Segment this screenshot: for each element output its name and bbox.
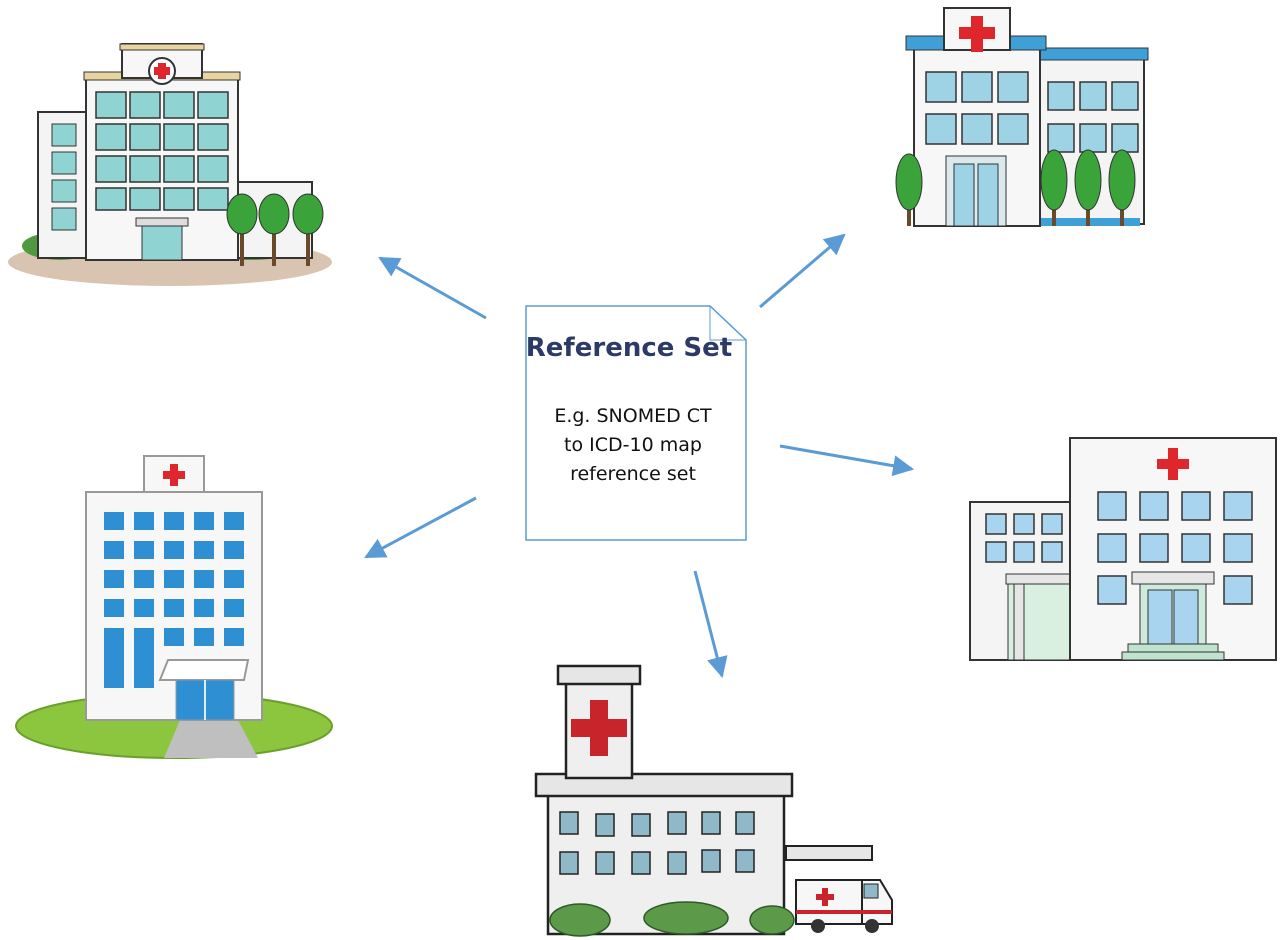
reference-set-line-1: E.g. SNOMED CT	[554, 405, 712, 427]
arrows	[364, 233, 915, 679]
document-fold	[709, 306, 746, 341]
reference-set-document: Reference Set E.g. SNOMED CT to ICD-10 m…	[525, 305, 747, 541]
arrow-to-middle-left	[364, 496, 477, 559]
document-shape	[525, 305, 747, 541]
hospital-bottom-icon	[534, 664, 893, 937]
arrow-to-top-left	[378, 256, 487, 320]
reference-set-line-2: to ICD-10 map	[564, 434, 702, 456]
hospital-middle-right-icon	[969, 437, 1277, 661]
hospital-top-right-icon	[895, 7, 1149, 227]
hospital-middle-left-icon	[15, 455, 333, 759]
arrow-to-middle-right	[779, 444, 915, 477]
reference-set-title: Reference Set	[526, 333, 732, 363]
reference-set-line-3: reference set	[570, 463, 696, 485]
arrow-to-bottom	[693, 570, 728, 679]
hospital-top-left-icon	[8, 43, 332, 286]
arrow-to-top-right	[759, 233, 846, 309]
